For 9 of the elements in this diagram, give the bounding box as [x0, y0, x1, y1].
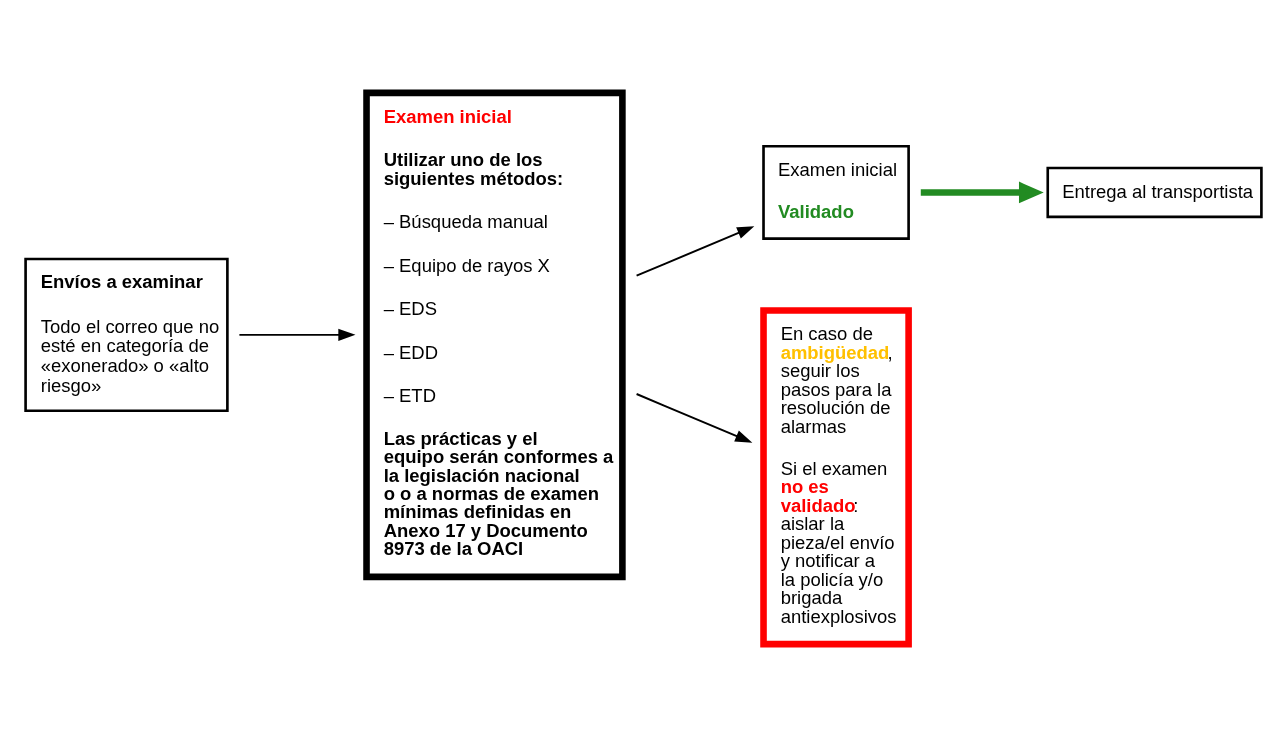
node-box: Envíos a examinar Todo el correo que no esté en categoría de «exonerado» o «alto riesgo» [24, 257, 229, 413]
node-box: Entrega al transportista [1046, 166, 1263, 219]
arrow [238, 328, 356, 341]
arrow [920, 181, 1044, 204]
node-box: Examen inicial Utilizar uno de los siguientes métodos: – Búsqueda manual – Equipo de rayos X – EDS – EDD – ETD Las prácticas y el equipo serán conformes a la legislación nacional o o a normas de examen mínimas definidas en Anexo 17 y Documento 8973 de la OACI [363, 89, 626, 581]
node-box: En caso de ambigüedad, seguir los pasos para la resolución de alarmas Si el examen no es validado: aislar la pieza/el envío y notificar a la policía y/o brigada antiexplosivos [760, 307, 912, 648]
arrow [635, 393, 753, 443]
arrow [635, 226, 755, 277]
node-box: Examen inicial Validado [762, 144, 910, 240]
